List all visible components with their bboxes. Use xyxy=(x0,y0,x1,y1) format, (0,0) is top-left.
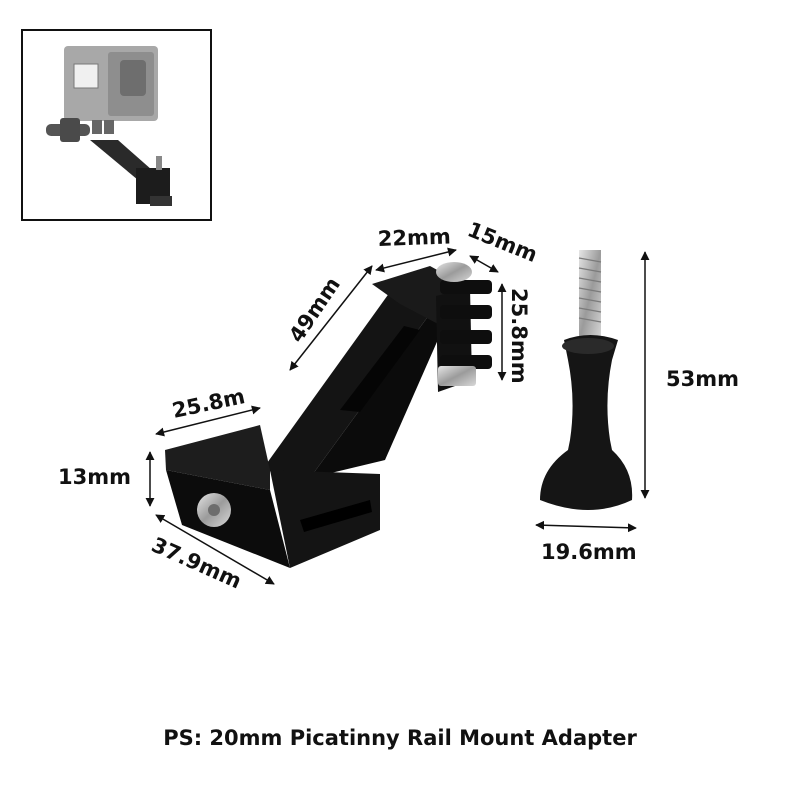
base-height-label: 13mm xyxy=(58,465,131,489)
base-width-arrow xyxy=(155,405,261,437)
screw-knob-arrow xyxy=(535,520,637,533)
dimension-arrows xyxy=(145,247,650,585)
screw-height-label: 53mm xyxy=(666,367,739,391)
arm-top-width-label: 22mm xyxy=(377,224,451,251)
arm-top-width-arrow xyxy=(375,247,457,273)
base-length-arrow xyxy=(155,514,275,585)
arm-top-depth-arrow xyxy=(469,255,499,273)
thumb-screw-illustration-icon xyxy=(540,250,633,510)
arm-length-arrow xyxy=(289,265,373,371)
inset-preview xyxy=(21,29,212,221)
screw-knob-label: 19.6mm xyxy=(541,540,637,564)
base-width-label: 25.8m xyxy=(170,384,247,423)
arm-length-label: 49mm xyxy=(284,273,345,347)
camera-mounted-preview-icon xyxy=(46,46,172,206)
caption-text: PS: 20mm Picatinny Rail Mount Adapter xyxy=(163,726,637,750)
prong-height-label: 25.8mm xyxy=(507,288,531,384)
